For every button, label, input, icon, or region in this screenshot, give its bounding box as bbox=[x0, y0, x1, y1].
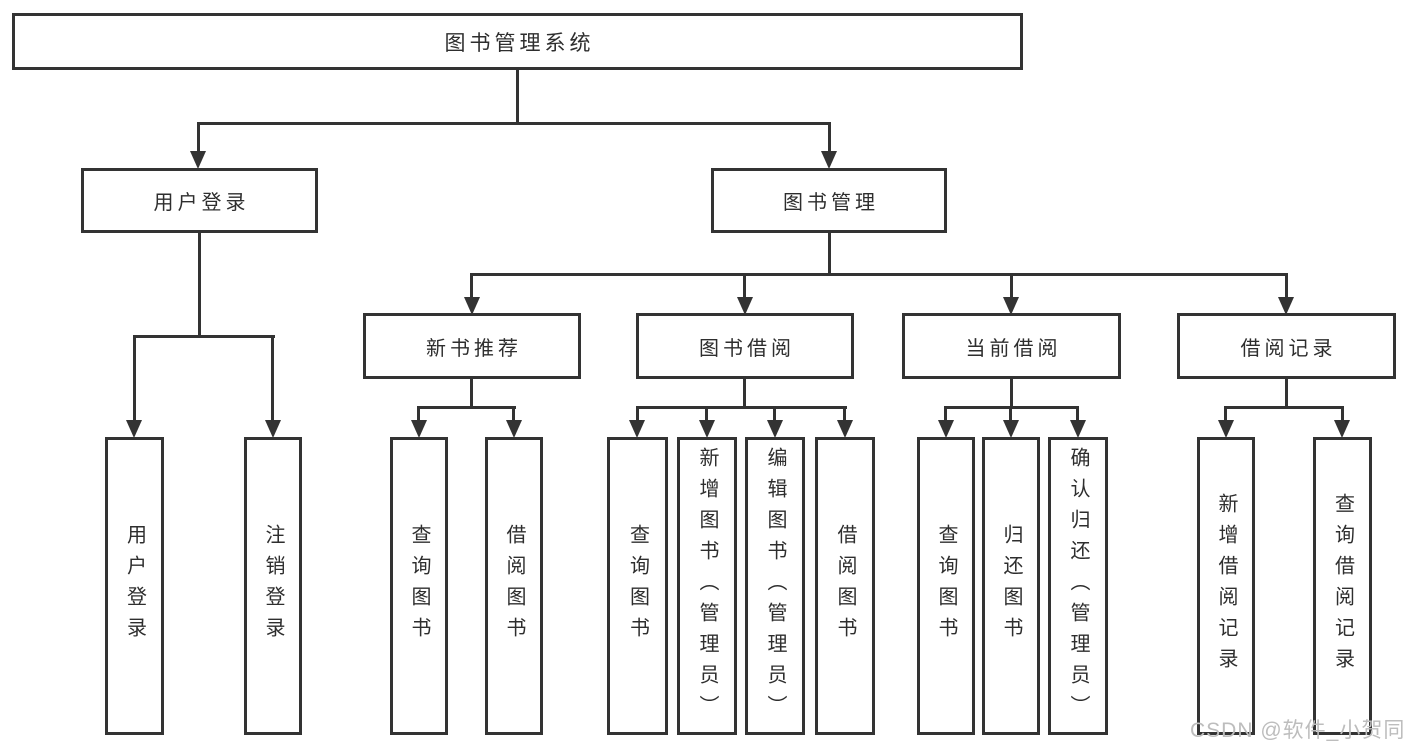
arrowhead-user-login bbox=[190, 151, 206, 169]
connector-root-stem bbox=[516, 69, 519, 125]
connector-cb-query-drop bbox=[944, 406, 947, 421]
connector-bb-stem bbox=[743, 377, 746, 408]
connector-new-book-rec-drop bbox=[470, 273, 473, 299]
node-label: 查询借阅记录 bbox=[1331, 493, 1354, 679]
connector-bb-add-drop bbox=[705, 406, 708, 421]
arrowhead-br-query bbox=[1334, 420, 1350, 438]
connector-user-login-stem bbox=[198, 231, 201, 338]
node-label: 注销登录 bbox=[262, 524, 284, 648]
node-label: 查询图书 bbox=[408, 524, 430, 648]
node-leaf-cb-query-books: 查询图书 bbox=[917, 437, 975, 735]
connector-br-stem bbox=[1285, 377, 1288, 408]
node-current-borrowing: 当前借阅 bbox=[902, 313, 1121, 379]
connector-cb-confirm-drop bbox=[1076, 406, 1079, 421]
arrowhead-current-borrow bbox=[1003, 297, 1019, 315]
connector-user-login-drop bbox=[197, 122, 200, 152]
arrowhead-borrow-records bbox=[1278, 297, 1294, 315]
node-label: 借阅图书 bbox=[834, 524, 856, 648]
connector-nbr-query-drop bbox=[417, 406, 420, 421]
connector-level2-bus bbox=[197, 122, 831, 125]
node-book-management: 图书管理 bbox=[711, 168, 947, 233]
arrowhead-new-book-rec bbox=[464, 297, 480, 315]
node-leaf-logout: 注销登录 bbox=[244, 437, 302, 735]
node-leaf-bb-query-books: 查询图书 bbox=[607, 437, 668, 735]
node-label: 借阅图书 bbox=[503, 524, 525, 648]
node-library-management-system: 图书管理系统 bbox=[12, 13, 1023, 70]
connector-bb-edit-drop bbox=[773, 406, 776, 421]
node-label: 查询图书 bbox=[935, 524, 957, 648]
arrowhead-nbr-borrow bbox=[506, 420, 522, 438]
node-label: 新增借阅记录 bbox=[1215, 493, 1237, 679]
connector-cb-stem bbox=[1010, 377, 1013, 408]
node-leaf-bb-add-books-admin: 新增图书（管理员） bbox=[677, 437, 737, 735]
node-leaf-nbr-query-books: 查询图书 bbox=[390, 437, 448, 735]
connector-book-mgmt-stem bbox=[828, 231, 831, 276]
csdn-watermark: CSDN @软件_小贺同学 bbox=[1190, 719, 1405, 742]
node-label: 图书管理 bbox=[783, 192, 879, 214]
connector-br-query-drop bbox=[1341, 406, 1344, 421]
node-book-borrowing: 图书借阅 bbox=[636, 313, 854, 379]
node-leaf-bb-edit-books-admin: 编辑图书（管理员） bbox=[745, 437, 805, 735]
node-new-book-recommend: 新书推荐 bbox=[363, 313, 581, 379]
connector-current-borrow-drop bbox=[1010, 273, 1013, 299]
arrowhead-bb-edit bbox=[767, 420, 783, 438]
node-label: 归还图书 bbox=[1000, 524, 1022, 648]
connector-cb-return-drop bbox=[1009, 406, 1012, 421]
connector-level3-bus bbox=[471, 273, 1288, 276]
node-user-login: 用户登录 bbox=[81, 168, 318, 233]
connector-logout-leaf-drop bbox=[271, 335, 274, 421]
connector-br-add-drop bbox=[1224, 406, 1227, 421]
connector-user-login-bus bbox=[133, 335, 275, 338]
node-label: 借阅记录 bbox=[1240, 337, 1337, 360]
connector-bb-bus bbox=[636, 406, 847, 409]
arrowhead-book-mgmt bbox=[821, 151, 837, 169]
arrowhead-br-add bbox=[1218, 420, 1234, 438]
arrowhead-bb-borrow bbox=[837, 420, 853, 438]
node-leaf-br-add-record: 新增借阅记录 bbox=[1197, 437, 1255, 735]
node-label: 新书推荐 bbox=[426, 337, 522, 360]
node-leaf-user-login: 用户登录 bbox=[105, 437, 164, 735]
connector-nbr-bus bbox=[418, 406, 516, 409]
node-label: 当前借阅 bbox=[965, 337, 1062, 360]
connector-nbr-borrow-drop bbox=[512, 406, 515, 421]
node-label: 编辑图书（管理员） bbox=[764, 446, 786, 726]
node-label: 用户登录 bbox=[153, 192, 250, 214]
connector-bb-borrow-drop bbox=[843, 406, 846, 421]
node-leaf-nbr-borrow-books: 借阅图书 bbox=[485, 437, 543, 735]
node-label: 新增图书（管理员） bbox=[696, 446, 718, 726]
connector-login-leaf-drop bbox=[133, 335, 136, 421]
node-label: 图书管理系统 bbox=[444, 31, 595, 55]
connector-book-mgmt-drop bbox=[828, 122, 831, 152]
arrowhead-cb-query bbox=[938, 420, 954, 438]
node-label: 确认归还（管理员） bbox=[1067, 446, 1089, 726]
connector-borrow-records-drop bbox=[1285, 273, 1288, 299]
arrowhead-book-borrow bbox=[737, 297, 753, 315]
node-label: 用户登录 bbox=[123, 524, 146, 648]
arrowhead-login-leaf bbox=[126, 420, 142, 438]
node-borrowing-records: 借阅记录 bbox=[1177, 313, 1396, 379]
node-leaf-br-query-record: 查询借阅记录 bbox=[1313, 437, 1372, 735]
node-leaf-bb-borrow-books: 借阅图书 bbox=[815, 437, 875, 735]
connector-book-borrow-drop bbox=[743, 273, 746, 299]
connector-nbr-stem bbox=[470, 377, 473, 408]
connector-bb-query-drop bbox=[636, 406, 639, 421]
node-label: 图书借阅 bbox=[699, 337, 795, 360]
arrowhead-cb-return bbox=[1003, 420, 1019, 438]
arrowhead-logout-leaf bbox=[265, 420, 281, 438]
node-leaf-cb-return-books: 归还图书 bbox=[982, 437, 1040, 735]
arrowhead-bb-add bbox=[699, 420, 715, 438]
connector-br-bus bbox=[1225, 406, 1344, 409]
arrowhead-cb-confirm bbox=[1070, 420, 1086, 438]
node-leaf-cb-confirm-return-admin: 确认归还（管理员） bbox=[1048, 437, 1108, 735]
arrowhead-bb-query bbox=[629, 420, 645, 438]
node-label: 查询图书 bbox=[626, 524, 649, 648]
arrowhead-nbr-query bbox=[411, 420, 427, 438]
